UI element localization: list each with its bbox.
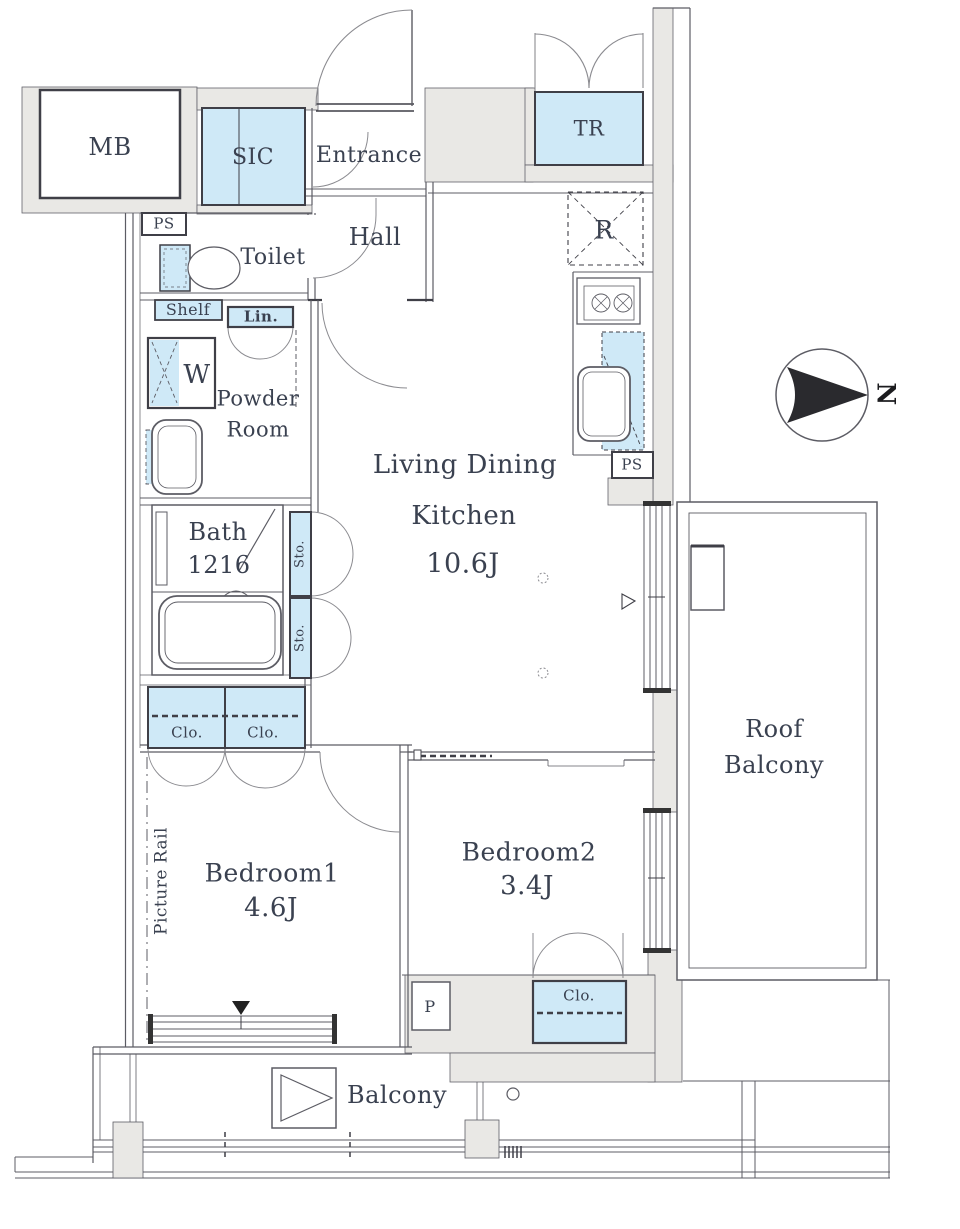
pipe-space-kitchen-box bbox=[611, 451, 654, 479]
label-powder-2: Room bbox=[226, 417, 290, 442]
label-ps-kitchen: PS bbox=[621, 455, 643, 474]
balcony-post bbox=[464, 1119, 500, 1159]
site-lines bbox=[677, 979, 890, 1178]
label-ldk-size: 10.6J bbox=[426, 548, 500, 580]
storage-door-arc bbox=[310, 597, 352, 639]
sink bbox=[577, 366, 631, 442]
closet-door-arc bbox=[185, 747, 226, 787]
balcony-post bbox=[112, 1121, 144, 1179]
linen-door-arc bbox=[227, 326, 261, 360]
label-storage-lower: Sto. bbox=[292, 624, 308, 652]
label-storage-upper: Sto. bbox=[292, 540, 308, 568]
linen-door-arc bbox=[259, 326, 294, 360]
label-sic: SIC bbox=[231, 145, 275, 170]
closet-b2-door-arc bbox=[532, 932, 579, 979]
bedroom1-window bbox=[148, 1014, 337, 1044]
ldk-window bbox=[643, 501, 671, 693]
label-pole: P bbox=[424, 997, 436, 1016]
hall-ldk-door-arc bbox=[321, 302, 408, 389]
label-ldk-1: Living Dining bbox=[372, 450, 558, 480]
label-roof-balcony-1: Roof bbox=[745, 715, 803, 743]
label-bath: Bath bbox=[188, 518, 248, 546]
label-bedroom2: Bedroom2 bbox=[461, 837, 597, 867]
ac-pad bbox=[690, 545, 725, 611]
ldk-details bbox=[537, 572, 637, 679]
label-ldk-2: Kitchen bbox=[411, 501, 517, 531]
trunk-room bbox=[534, 33, 644, 166]
label-mb: MB bbox=[88, 133, 132, 161]
sic-door-arc bbox=[312, 131, 369, 188]
label-roof-balcony-2: Balcony bbox=[723, 751, 825, 779]
north-arrow-icon bbox=[775, 348, 869, 442]
storage-lower-box bbox=[289, 597, 312, 679]
washbasin-fixture bbox=[145, 419, 203, 495]
balcony-drain-circle bbox=[506, 1087, 520, 1101]
label-linen: Lin. bbox=[243, 307, 279, 326]
closet-b2-door-arc bbox=[577, 932, 624, 979]
label-hall: Hall bbox=[348, 223, 402, 251]
storage-door-arc bbox=[310, 637, 352, 679]
closet-door-arc bbox=[147, 747, 187, 787]
label-bath-size: 1216 bbox=[187, 551, 251, 579]
door-direction-marker bbox=[621, 593, 637, 610]
bath-folding-door bbox=[238, 508, 276, 572]
label-ps-upper: PS bbox=[153, 214, 175, 233]
roof-balcony bbox=[676, 501, 878, 981]
label-entrance: Entrance bbox=[315, 143, 423, 168]
bedroom1-details bbox=[146, 757, 337, 1044]
label-picture-rail: Picture Rail bbox=[151, 827, 172, 935]
bathtub bbox=[158, 595, 282, 670]
entrance-door-arc bbox=[315, 9, 413, 107]
pipe-space-upper-box bbox=[141, 212, 187, 236]
shoe-closet bbox=[201, 107, 306, 206]
opening-direction-marker bbox=[232, 1001, 250, 1015]
kitchen-fixtures bbox=[567, 191, 654, 479]
storage-upper-box bbox=[289, 511, 312, 597]
bedroom1-closets bbox=[147, 686, 306, 749]
evacuation-hatch bbox=[271, 1067, 337, 1129]
label-balcony: Balcony bbox=[346, 1081, 448, 1109]
label-closet-b2: Clo. bbox=[563, 986, 595, 1005]
label-closet-b1-right: Clo. bbox=[247, 723, 279, 742]
pole-box bbox=[411, 981, 451, 1031]
door-swings bbox=[147, 9, 624, 979]
bedroom1-door-arc bbox=[319, 751, 401, 833]
closet-door-arc bbox=[264, 747, 306, 789]
label-trunk-room: TR bbox=[573, 116, 605, 141]
storage-door-arc bbox=[310, 511, 354, 555]
label-fridge: R bbox=[594, 215, 614, 245]
label-closet-b1-left: Clo. bbox=[171, 723, 203, 742]
label-shelf: Shelf bbox=[165, 300, 211, 319]
shelf-box bbox=[154, 299, 223, 321]
bedroom2-closet bbox=[531, 979, 628, 1045]
label-toilet: Toilet bbox=[240, 245, 306, 270]
toilet-fixture bbox=[159, 244, 241, 292]
label-bedroom2-size: 3.4J bbox=[500, 871, 554, 901]
balcony-area bbox=[14, 1054, 890, 1179]
linen-box bbox=[226, 305, 295, 329]
storage-door-arc bbox=[310, 553, 354, 597]
fridge-space bbox=[567, 191, 644, 266]
toilet-door-arc bbox=[312, 214, 377, 279]
meter-box bbox=[38, 88, 182, 200]
label-bedroom1: Bedroom1 bbox=[204, 858, 340, 888]
washer-fixture bbox=[146, 336, 217, 410]
bedroom2-window bbox=[643, 808, 671, 953]
label-compass-north: N bbox=[871, 382, 901, 406]
label-bedroom1-size: 4.6J bbox=[244, 893, 298, 923]
drain-grate bbox=[504, 1146, 522, 1158]
label-powder-1: Powder bbox=[216, 386, 300, 411]
stove bbox=[576, 277, 641, 325]
closet-door-arc bbox=[224, 747, 266, 789]
label-washer: W bbox=[183, 360, 211, 390]
bath-room bbox=[151, 504, 284, 676]
